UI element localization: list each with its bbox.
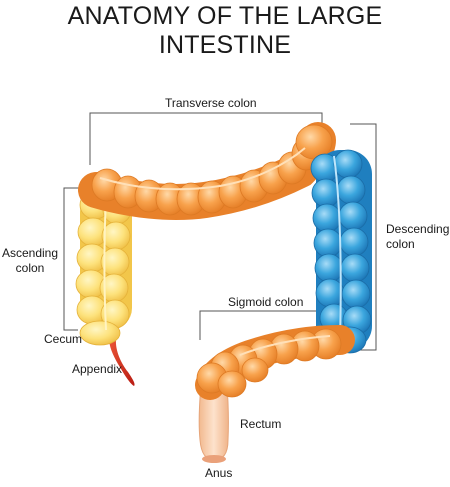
descending-colon-label-line1: Descending xyxy=(386,222,450,236)
descending-colon-shape xyxy=(310,149,372,354)
descending-colon-label-line2: colon xyxy=(386,237,415,251)
ascending-bracket xyxy=(63,187,86,331)
ascending-colon-shape xyxy=(75,190,132,346)
anus-shape xyxy=(202,455,226,463)
transverse-colon-shape xyxy=(78,122,336,220)
anus-label: Anus xyxy=(205,466,233,480)
descending-colon-label: Descending colon xyxy=(386,222,449,252)
appendix-shape xyxy=(109,330,135,386)
rectum-label: Rectum xyxy=(240,417,282,431)
descending-bracket xyxy=(350,123,377,351)
transverse-bracket xyxy=(89,112,323,165)
ascending-colon-label-line1: Ascending xyxy=(1,246,59,260)
transverse-colon-label: Transverse colon xyxy=(165,96,257,110)
ascending-colon-label-line2: colon xyxy=(15,261,45,275)
page-title: ANATOMY OF THE LARGE INTESTINE xyxy=(67,2,383,59)
appendix-label: Appendix xyxy=(72,362,123,376)
ascending-colon-label: Ascending colon xyxy=(0,246,60,276)
sigmoid-colon-label: Sigmoid colon xyxy=(228,295,304,309)
sigmoid-colon-shape xyxy=(195,325,355,400)
cecum-label: Cecum xyxy=(44,332,83,346)
